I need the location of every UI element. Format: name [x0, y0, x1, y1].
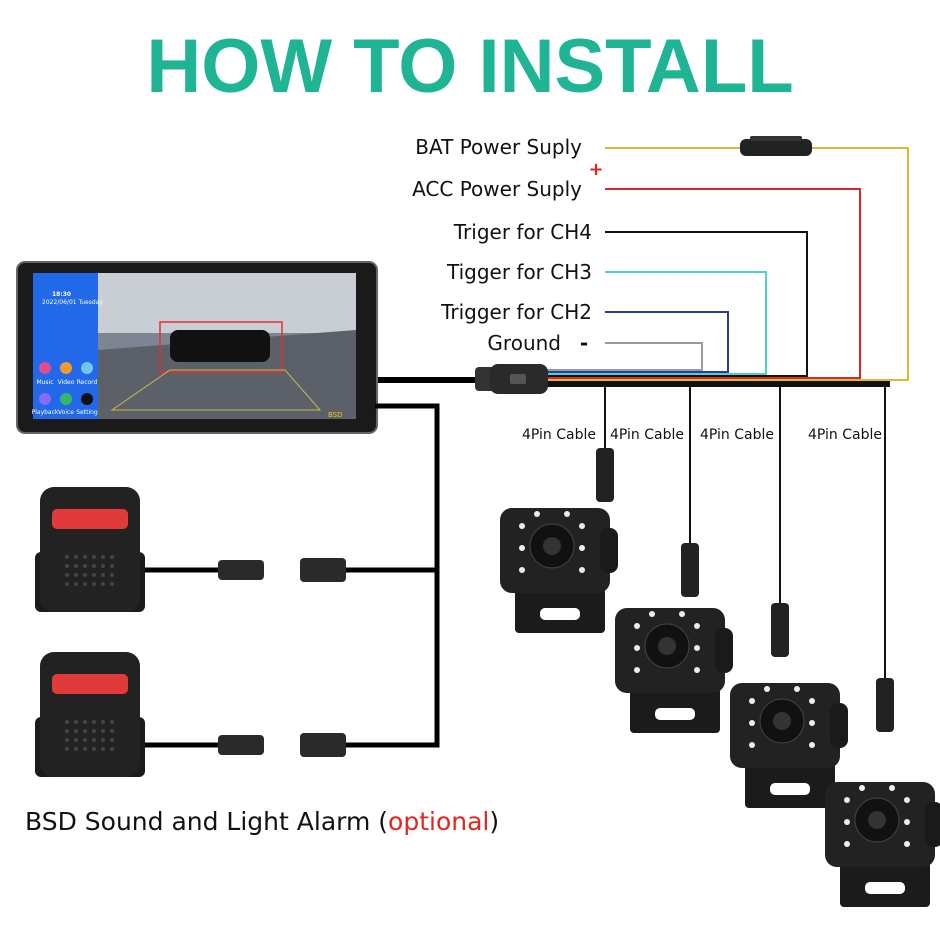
label-ch4: Triger for CH4 — [453, 220, 592, 244]
main-connector-icon — [475, 364, 548, 394]
app-music[interactable]: Music — [36, 379, 53, 386]
camera-plugs — [596, 448, 894, 732]
wire-acc — [545, 188, 861, 379]
footer-caption: BSD Sound and Light Alarm (optional) — [25, 807, 499, 836]
app-voice[interactable]: Voice — [58, 409, 74, 416]
wire-ch4 — [545, 231, 808, 377]
camera-4-icon — [825, 782, 940, 907]
screen-date: 2022/06/01 Tuesday — [42, 299, 103, 306]
cable-label-4: 4Pin Cable — [808, 427, 882, 443]
cable-label-3: 4Pin Cable — [700, 427, 774, 443]
wire-ch2 — [545, 311, 729, 373]
label-acc: ACC Power Suply — [412, 177, 582, 201]
cable-label-2: 4Pin Cable — [610, 427, 684, 443]
wire-ch3 — [545, 271, 767, 375]
camera-2-icon — [615, 608, 733, 733]
wire-ground — [545, 342, 703, 371]
minus-sign: - — [580, 331, 588, 355]
app-playback[interactable]: Playback — [32, 409, 59, 416]
page-title: HOW TO INSTALL — [146, 24, 793, 109]
label-bat: BAT Power Suply — [415, 135, 582, 159]
camera-3-icon — [730, 683, 848, 808]
plus-sign: + — [588, 159, 603, 180]
monitor: 18:30 2022/06/01 Tuesday Music Video Rec… — [16, 261, 378, 434]
screen-time: 18:30 — [52, 291, 71, 298]
bsd-indicator: BSD — [328, 411, 343, 419]
label-ch3: Tigger for CH3 — [446, 260, 592, 284]
bsd-alarm-1-icon — [35, 487, 145, 612]
app-video[interactable]: Video — [58, 379, 75, 386]
app-setting[interactable]: Setting — [76, 409, 98, 416]
camera-1-icon — [500, 508, 618, 633]
bsd-alarm-2-icon — [35, 652, 145, 777]
label-ch2: Trigger for CH2 — [440, 300, 592, 324]
cable-label-1: 4Pin Cable — [522, 427, 596, 443]
alarm-connectors — [218, 558, 346, 757]
app-record[interactable]: Record — [77, 379, 98, 386]
wire-bat — [545, 147, 909, 381]
label-ground: Ground — [487, 331, 561, 355]
fuse-holder-icon — [740, 139, 812, 156]
